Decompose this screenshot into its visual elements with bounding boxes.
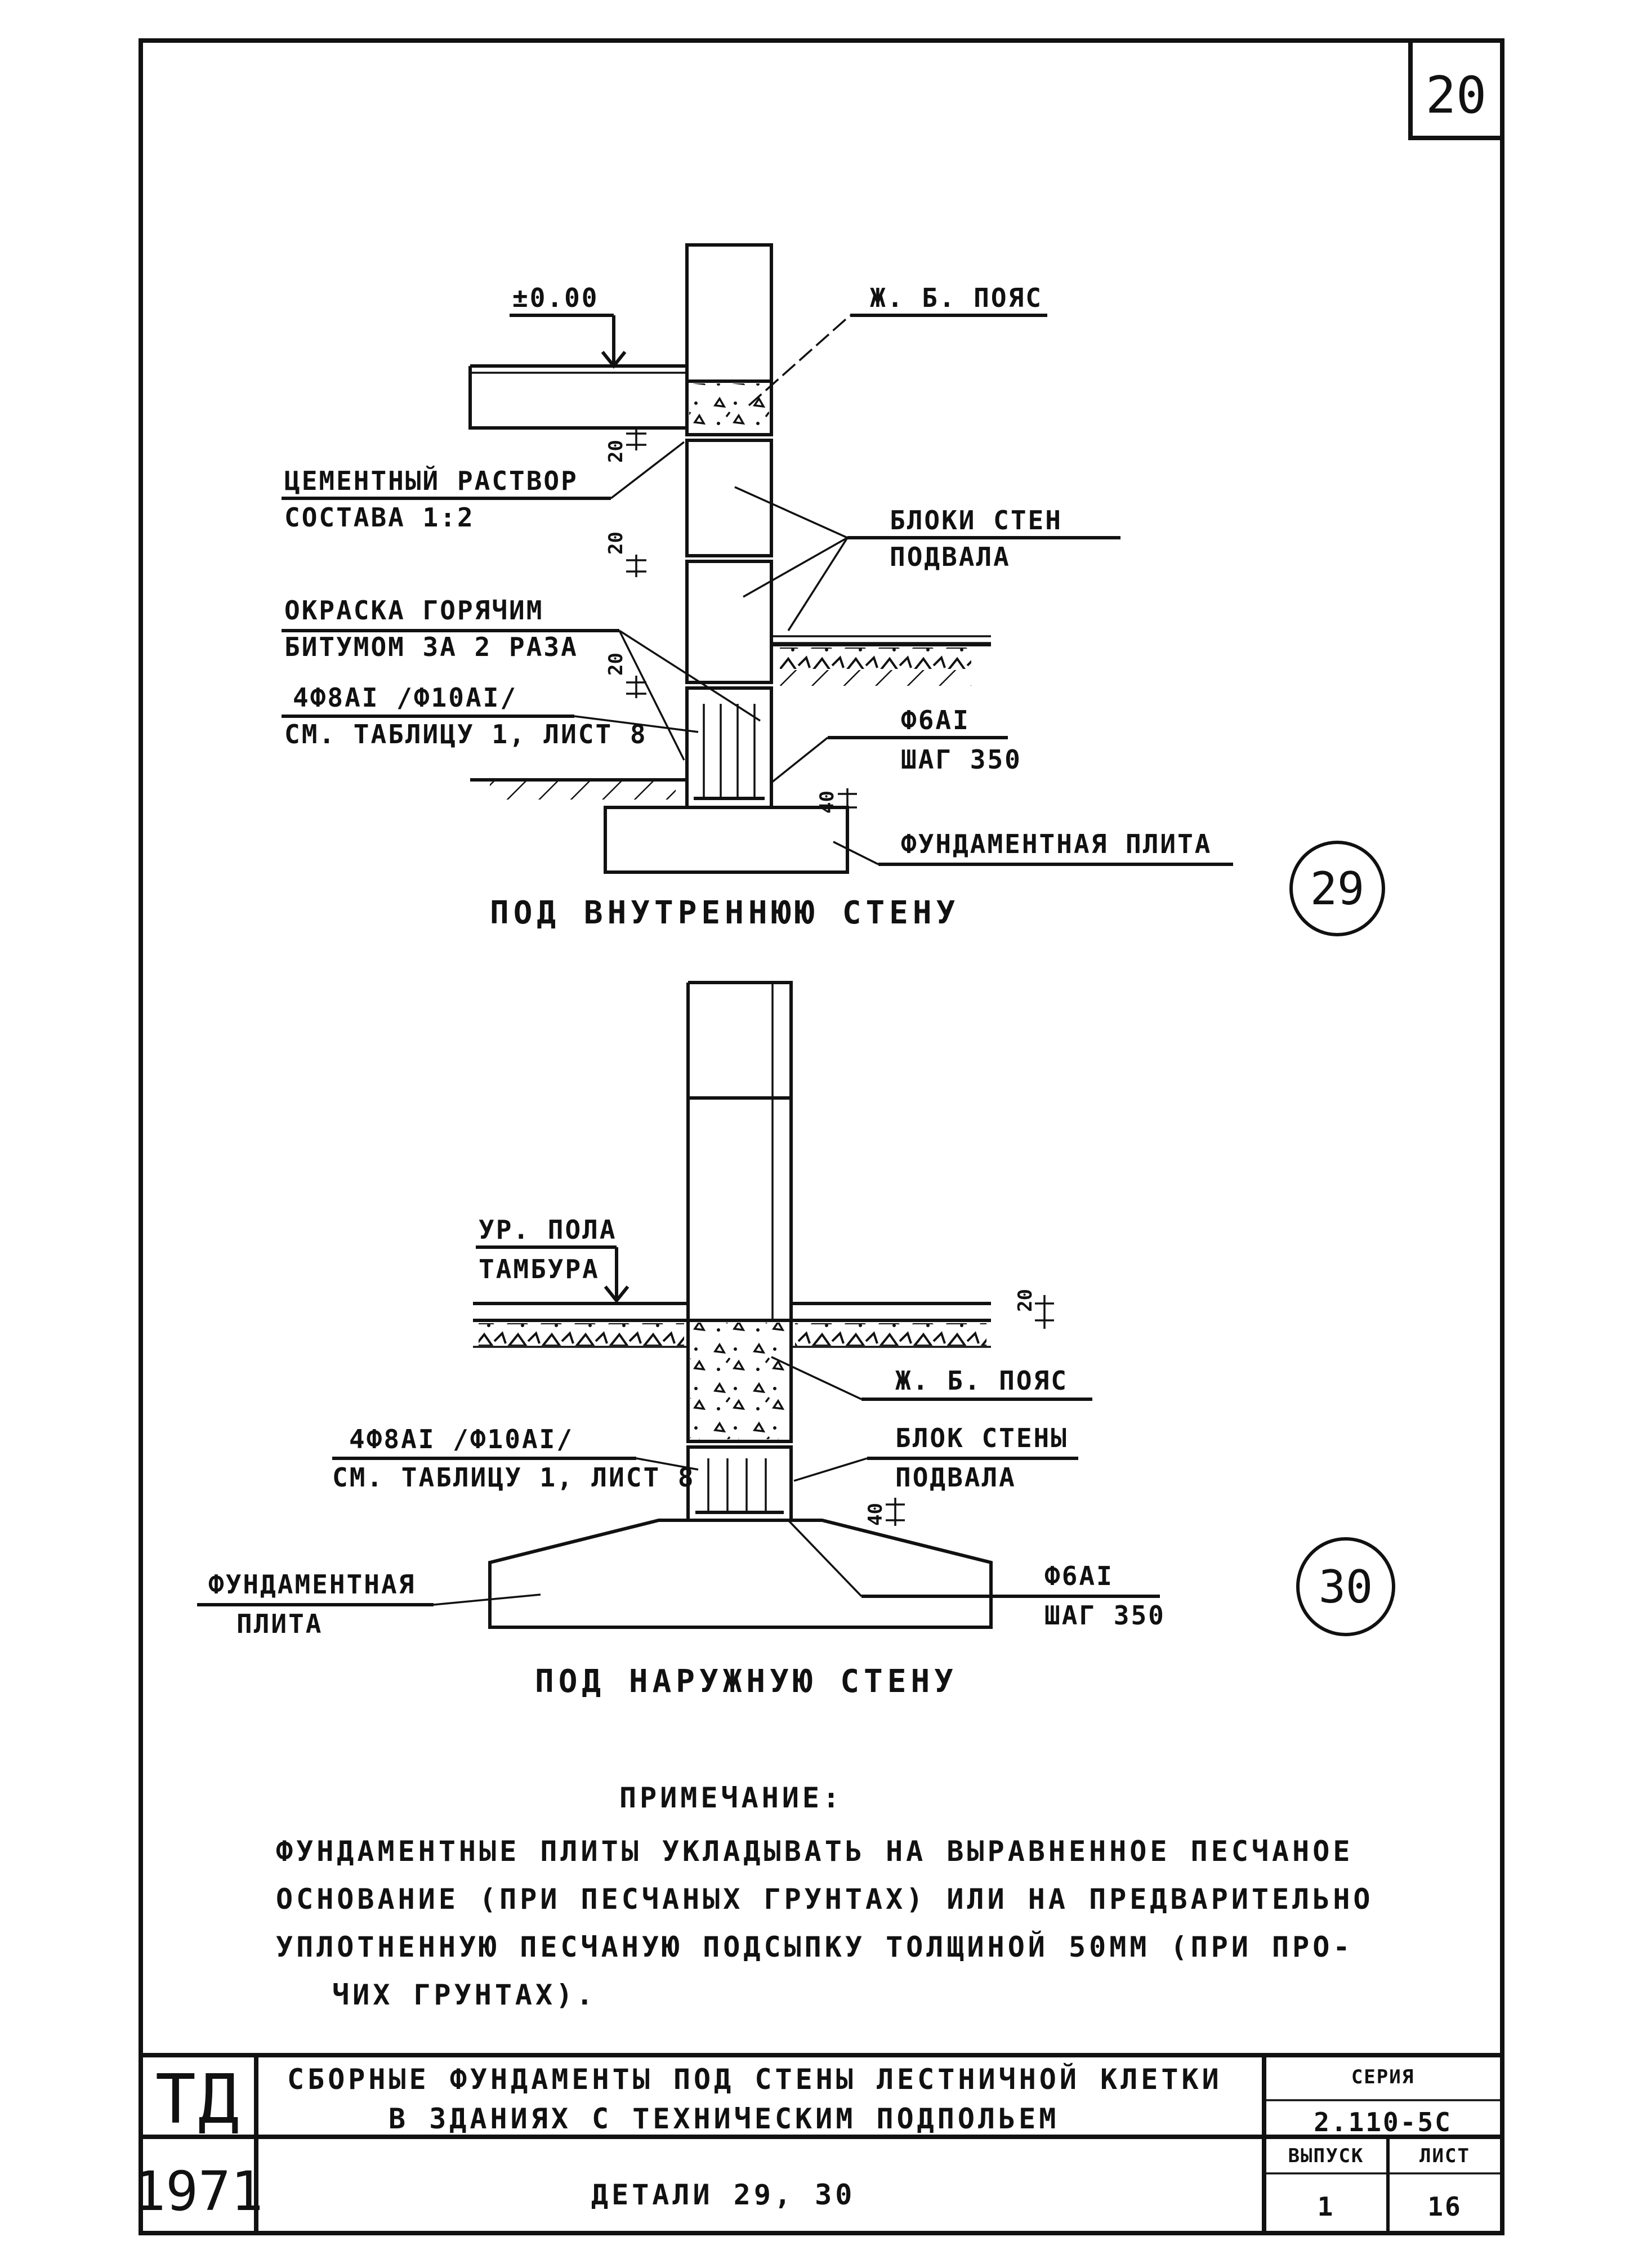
year: 1971: [133, 2160, 263, 2223]
label-slab-30-1: ФУНДАМЕНТНАЯ: [208, 1569, 416, 1600]
sheet-value: 16: [1427, 2191, 1462, 2222]
detail-marker-30: [1296, 1537, 1395, 1636]
dimension-marks-29: 20 20 20 40: [605, 428, 857, 814]
detail-marker-29: [1289, 841, 1385, 936]
label-floor-2: ТАМБУРА: [479, 1254, 600, 1284]
label-mortar-2: СОСТАВА 1:2: [284, 502, 475, 533]
label-paint-2: БИТУМОМ ЗА 2 РАЗА: [284, 632, 578, 662]
detail-number-30: 30: [1319, 1561, 1373, 1613]
outer-frame: [139, 38, 1504, 2235]
gravel-right-30: [795, 1323, 986, 1346]
dim-20-30: 20: [1014, 1289, 1037, 1312]
note-line-1: ФУНДАМЕНТНЫЕ ПЛИТЫ УКЛАДЫВАТЬ НА ВЫРАВНЕ…: [276, 1835, 1353, 1868]
note-line-2: ОСНОВАНИЕ (ПРИ ПЕСЧАНЫХ ГРУНТАХ) ИЛИ НА …: [276, 1883, 1374, 1916]
label-slab-29: ФУНДАМЕНТНАЯ ПЛИТА: [901, 829, 1212, 859]
label-paint-1: ОКРАСКА ГОРЯЧИМ: [284, 595, 543, 626]
rc-belt-30-fill: [690, 1323, 789, 1439]
series-value: 2.110-5С: [1314, 2107, 1452, 2137]
rebar-vertical: [694, 704, 765, 800]
ground-hatch-right: [780, 670, 971, 686]
basement-block-middle: [685, 560, 773, 684]
label-stirrup-29-2: ШАГ 350: [901, 744, 1022, 775]
dim-40-30: 40: [864, 1503, 887, 1526]
rc-belt-30: [686, 1319, 793, 1443]
sheet-number: 20: [1426, 66, 1486, 125]
foundation-slab-29: [604, 806, 849, 874]
sheet-label: ЛИСТ: [1419, 2145, 1470, 2167]
gravel-left-30: [479, 1323, 684, 1346]
dim-20-b: 20: [605, 532, 627, 555]
label-block-30-2: ПОДВАЛА: [895, 1462, 1016, 1493]
rc-belt-fill: [689, 383, 769, 432]
detail-30: УР. ПОЛА ТАМБУРА Ж. Б. ПОЯС 4Ф8АI /Ф10АI…: [197, 981, 1395, 1700]
dim-20-a: 20: [605, 440, 627, 463]
note-block: ПРИМЕЧАНИЕ: ФУНДАМЕНТНЫЕ ПЛИТЫ УКЛАДЫВАТ…: [276, 1782, 1374, 2011]
issue-label: ВЫПУСК: [1288, 2145, 1364, 2167]
ground-hatch-left: [490, 782, 676, 800]
label-rebar-29-1: 4Ф8АI /Ф10АI/: [293, 682, 517, 713]
title-line-2: В ЗДАНИЯХ С ТЕХНИЧЕСКИМ ПОДПОЛЬЕМ: [389, 2102, 1059, 2135]
dim-40-29: 40: [816, 791, 838, 814]
foundation-slab-30: [488, 1519, 993, 1629]
series-label: СЕРИЯ: [1351, 2066, 1414, 2088]
caption-29: ПОД ВНУТРЕННЮЮ СТЕНУ: [490, 895, 959, 931]
dim-20-c: 20: [605, 653, 627, 676]
label-blocks-1: БЛОКИ СТЕН: [890, 505, 1062, 535]
basement-block-30: [686, 1445, 793, 1522]
label-rebar-29-2: СМ. ТАБЛИЦУ 1, ЛИСТ 8: [284, 719, 648, 749]
note-line-3: УПЛОТНЕННУЮ ПЕСЧАНУЮ ПОДСЫПКУ ТОЛЩИНОЙ 5…: [276, 1930, 1353, 1963]
wall-upper: [685, 243, 773, 383]
rc-belt: [685, 380, 773, 436]
org-code: ТД: [155, 2061, 242, 2139]
note-line-4: ЧИХ ГРУНТАХ).: [332, 1979, 596, 2011]
caption-30: ПОД НАРУЖНУЮ СТЕНУ: [535, 1663, 958, 1700]
sheet-number-box: 20: [1408, 41, 1502, 140]
gravel-right: [780, 648, 971, 669]
label-rebar-30-1: 4Ф8АI /Ф10АI/: [349, 1424, 574, 1454]
rebar-vertical-30: [695, 1458, 784, 1514]
detail-29: ±0.00 Ж. Б. ПОЯС ЦЕМЕНТНЫЙ РАСТВОР СОСТА…: [282, 243, 1385, 936]
note-title: ПРИМЕЧАНИЕ:: [619, 1782, 843, 1814]
dimension-marks-30: 20 40: [864, 1289, 1054, 1526]
label-blocks-2: ПОДВАЛА: [890, 542, 1011, 572]
label-rebar-30-2: СМ. ТАБЛИЦУ 1, ЛИСТ 8: [332, 1462, 695, 1493]
label-stirrup-29-1: Ф6АI: [901, 705, 970, 735]
level-mark-29: ±0.00: [512, 283, 599, 313]
title-block: ТД 1971 СБОРНЫЕ ФУНДАМЕНТЫ ПОД СТЕНЫ ЛЕС…: [133, 2053, 1502, 2233]
detail-number-29: 29: [1310, 863, 1364, 915]
label-floor-1: УР. ПОЛА: [479, 1215, 617, 1245]
label-slab-30-2: ПЛИТА: [236, 1609, 323, 1639]
title-line-1: СБОРНЫЕ ФУНДАМЕНТЫ ПОД СТЕНЫ ЛЕСТНИЧНОЙ …: [287, 2062, 1222, 2096]
label-mortar-1: ЦЕМЕНТНЫЙ РАСТВОР: [284, 466, 578, 496]
label-rc-belt-29: Ж. Б. ПОЯС: [870, 283, 1043, 313]
label-block-30-1: БЛОК СТЕНЫ: [895, 1423, 1068, 1453]
subtitle: ДЕТАЛИ 29, 30: [591, 2178, 855, 2211]
label-stirrup-30-2: ШАГ 350: [1044, 1600, 1166, 1631]
basement-block-upper: [685, 439, 773, 557]
label-rc-belt-30: Ж. Б. ПОЯС: [895, 1365, 1068, 1396]
issue-value: 1: [1318, 2191, 1335, 2222]
basement-block-reinforced: [685, 686, 773, 809]
label-stirrup-30-1: Ф6АI: [1044, 1561, 1114, 1591]
